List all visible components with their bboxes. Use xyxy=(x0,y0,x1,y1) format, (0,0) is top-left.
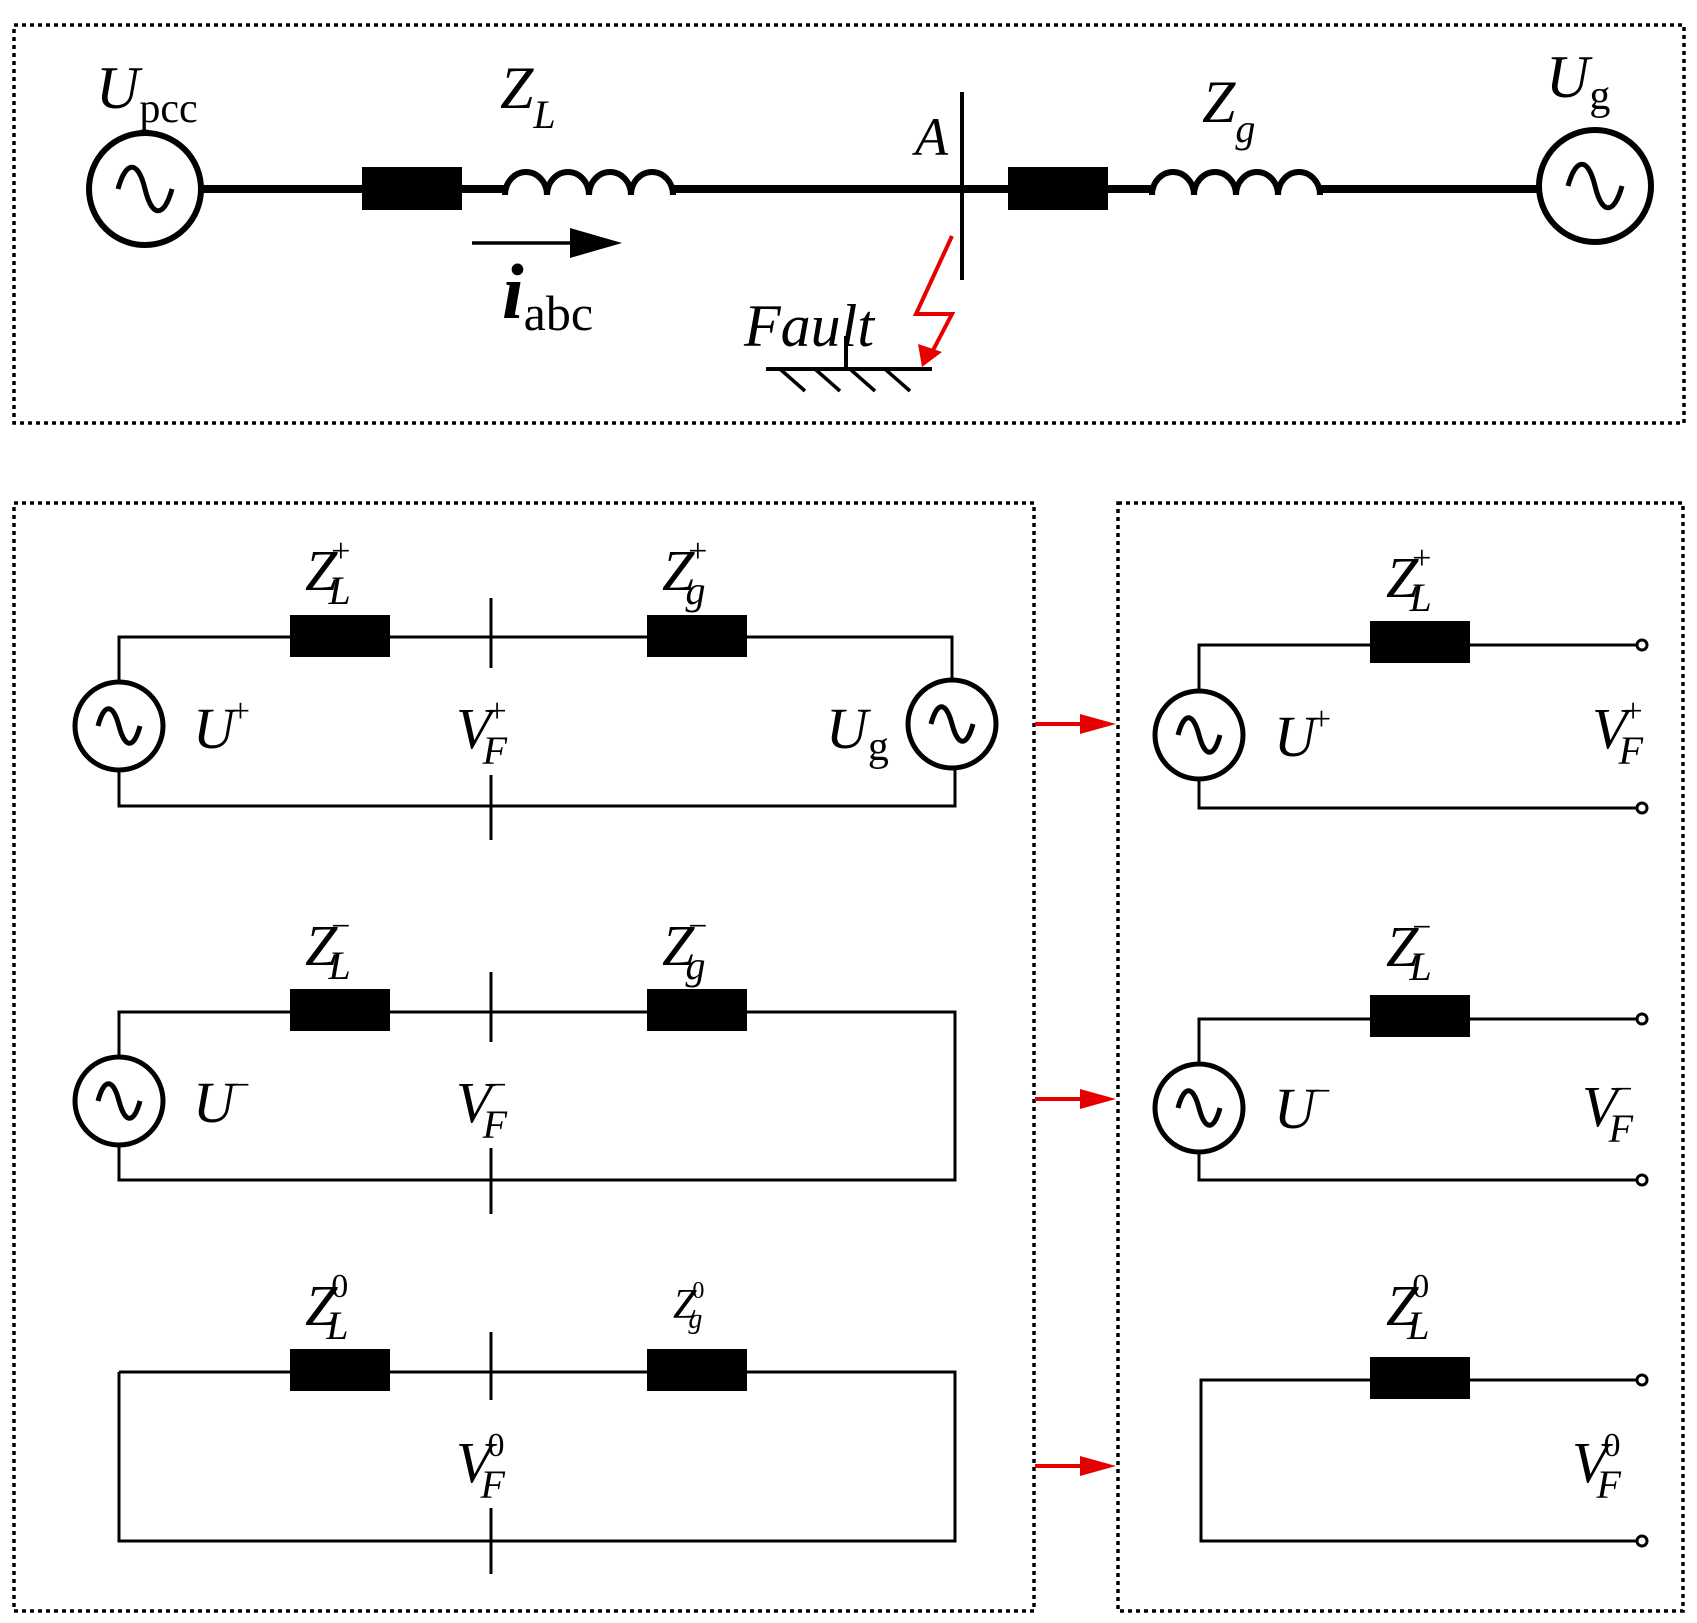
current-arrow-head xyxy=(570,228,622,258)
label-bus-a: A xyxy=(912,107,949,167)
label-zg-minus: Z−g xyxy=(662,908,707,988)
terminal-zero-bottom xyxy=(1635,1534,1649,1548)
terminal-zero-top xyxy=(1635,1373,1649,1387)
label-zl-minus: Z−L xyxy=(305,908,351,988)
top-grid-resistor xyxy=(1008,167,1108,210)
label-u-minus: U− xyxy=(193,1067,250,1135)
right-negative-network xyxy=(1152,995,1649,1187)
right-zero-network xyxy=(1199,1357,1649,1548)
fault-lightning-icon xyxy=(912,235,956,367)
top-grid-inductor xyxy=(1149,169,1323,196)
source-u-plus-icon xyxy=(72,679,166,773)
transfer-arrow-positive xyxy=(1035,714,1116,734)
label-ug-left: Ug xyxy=(826,696,889,770)
left-positive-network xyxy=(72,598,999,840)
terminal-neg-top xyxy=(1635,1012,1649,1026)
left-zero-network xyxy=(117,1332,957,1574)
transfer-arrow-negative xyxy=(1035,1089,1116,1109)
label-fault: Fault xyxy=(743,293,875,359)
label-right-u-minus: U− xyxy=(1274,1073,1331,1141)
ground-icon xyxy=(766,336,932,393)
left-negative-network xyxy=(72,972,957,1214)
label-u-pcc: Upcc xyxy=(96,55,198,132)
label-vf-minus: V−F xyxy=(456,1067,508,1147)
label-z-g: Zg xyxy=(1202,69,1255,151)
label-right-u-plus: U+ xyxy=(1274,701,1331,769)
label-zl-plus: Z+L xyxy=(305,533,351,613)
top-panel-frame xyxy=(12,23,1686,425)
label-right-zl-minus: Z−L xyxy=(1386,909,1432,989)
source-ug-icon xyxy=(905,677,999,771)
source-u-minus-icon xyxy=(72,1054,166,1148)
label-z-l: ZL xyxy=(500,55,556,137)
source-u-plus-right-icon xyxy=(1152,688,1246,782)
label-right-vf-plus: V+F xyxy=(1592,693,1644,773)
source-u-minus-right-icon xyxy=(1152,1061,1246,1155)
source-pcc-icon xyxy=(86,130,204,248)
transfer-arrow-zero xyxy=(1035,1456,1116,1476)
top-line-inductor xyxy=(502,169,676,196)
terminal-pos-bottom xyxy=(1635,801,1649,815)
label-vf-plus: V+F xyxy=(456,693,508,773)
label-right-zl-plus: Z+L xyxy=(1386,540,1432,620)
left-panel-frame xyxy=(12,501,1036,1613)
right-panel-frame xyxy=(1116,501,1685,1613)
right-positive-network xyxy=(1152,621,1649,815)
label-u-g: Ug xyxy=(1546,44,1610,119)
terminal-pos-top xyxy=(1635,638,1649,652)
terminal-neg-bottom xyxy=(1635,1173,1649,1187)
top-line-resistor xyxy=(362,167,462,210)
source-grid-icon xyxy=(1536,127,1654,245)
label-right-vf-minus: V−F xyxy=(1582,1071,1634,1151)
label-current: iabc xyxy=(502,248,593,341)
label-zg-plus: Z+g xyxy=(662,533,707,613)
label-u-plus: U+ xyxy=(193,693,250,761)
